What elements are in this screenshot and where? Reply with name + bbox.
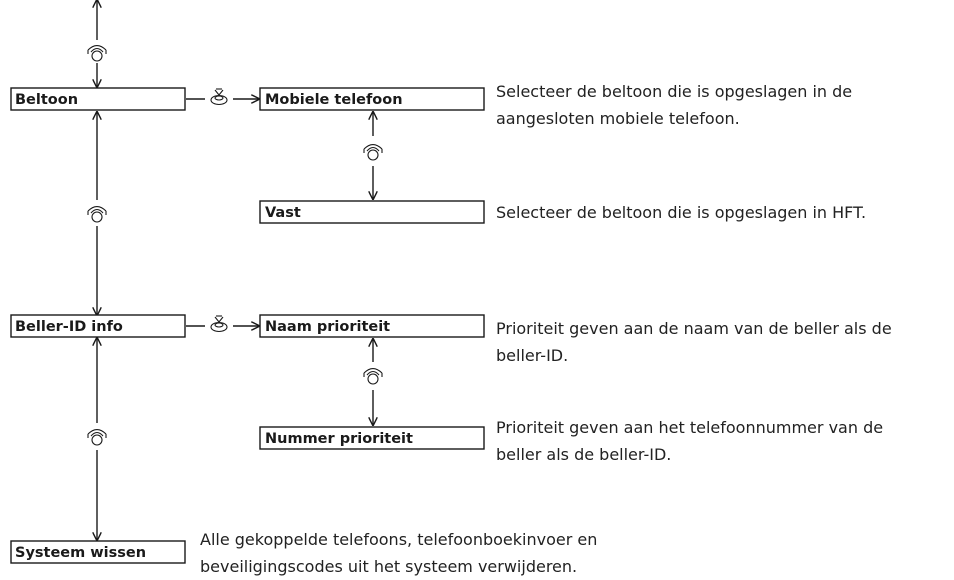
rotate-knob-icon xyxy=(363,367,383,385)
systeem-wissen-label: Systeem wissen xyxy=(15,545,146,561)
beller-id-info-box[interactable] xyxy=(10,314,186,338)
systeem-wissen-description-line-2: beveiligingscodes uit het systeem verwij… xyxy=(200,557,577,576)
beller-id-info-label: Beller-ID info xyxy=(15,319,123,335)
naam-prioriteit-description-line-1: Prioriteit geven aan de naam van de bell… xyxy=(496,319,892,338)
press-knob-icon xyxy=(210,315,228,333)
mobiele-telefoon-description-line-2: aangesloten mobiele telefoon. xyxy=(496,109,740,128)
naam-prioriteit-description-line-2: beller-ID. xyxy=(496,346,568,365)
vast-label: Vast xyxy=(265,205,301,221)
naam-prioriteit-label: Naam prioriteit xyxy=(265,319,390,335)
rotate-knob-icon xyxy=(87,44,107,62)
systeem-wissen-description-line-1: Alle gekoppelde telefoons, telefoonboeki… xyxy=(200,530,597,549)
rotate-knob-icon xyxy=(87,428,107,446)
nummer-prioriteit-description-line-1: Prioriteit geven aan het telefoonnummer … xyxy=(496,418,883,437)
systeem-wissen-box[interactable] xyxy=(10,540,186,564)
nummer-prioriteit-description-line-2: beller als de beller-ID. xyxy=(496,445,671,464)
rotate-knob-icon xyxy=(363,143,383,161)
mobiele-telefoon-box[interactable] xyxy=(259,87,485,111)
naam-prioriteit-box[interactable] xyxy=(259,314,485,338)
mobiele-telefoon-label: Mobiele telefoon xyxy=(265,92,403,108)
vast-box[interactable] xyxy=(259,200,485,224)
nummer-prioriteit-box[interactable] xyxy=(259,426,485,450)
mobiele-telefoon-description-line-1: Selecteer de beltoon die is opgeslagen i… xyxy=(496,82,852,101)
nummer-prioriteit-label: Nummer prioriteit xyxy=(265,431,413,447)
press-knob-icon xyxy=(210,88,228,106)
rotate-knob-icon xyxy=(87,205,107,223)
beltoon-label: Beltoon xyxy=(15,92,78,108)
beltoon-box[interactable] xyxy=(10,87,186,111)
vast-description-line-1: Selecteer de beltoon die is opgeslagen i… xyxy=(496,203,866,222)
